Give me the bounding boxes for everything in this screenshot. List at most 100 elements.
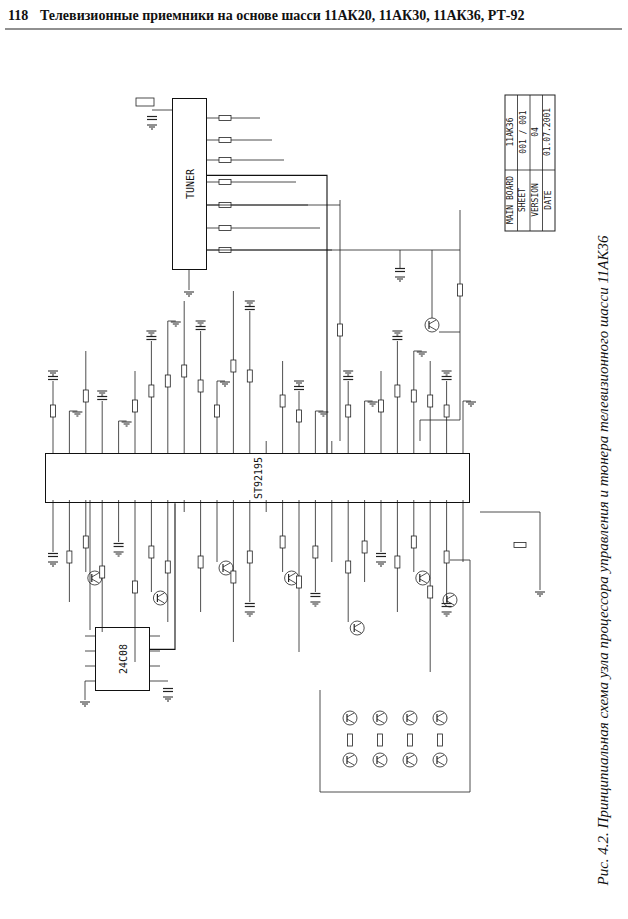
transistor-symbol [376, 756, 377, 764]
pin-stub [249, 441, 250, 453]
title-block-frame [542, 95, 543, 231]
ground-symbol [314, 606, 316, 607]
part-name: TUNER [184, 169, 195, 199]
wire-line [207, 205, 340, 206]
capacitor-symbol [310, 596, 320, 597]
pin-stub [135, 500, 136, 512]
ground-symbol [539, 596, 541, 597]
pin-stub [233, 500, 234, 512]
transistor-symbol [406, 714, 407, 722]
transistor-symbol [433, 753, 447, 767]
transistor-symbol [437, 713, 444, 717]
transistor-symbol [420, 579, 427, 583]
transistor-symbol [403, 753, 417, 767]
resistor-symbol [428, 395, 433, 407]
pin-stub [430, 500, 431, 512]
ground-symbol [48, 562, 58, 563]
ground-symbol [446, 616, 448, 617]
ground-symbol [184, 292, 194, 293]
wire-line [420, 420, 460, 421]
ground-symbol [224, 386, 226, 387]
ground-symbol [84, 706, 86, 707]
pin-stub [266, 500, 267, 512]
resistor-symbol [215, 405, 220, 417]
ground-symbol [468, 404, 474, 405]
wire-line [331, 512, 332, 562]
part-name: ST92195 [252, 457, 263, 499]
pin-stub [118, 441, 119, 453]
pin-stub [85, 636, 95, 637]
title-block-cell: SHEET [520, 188, 528, 212]
pin-stub [85, 681, 95, 682]
wire-line [90, 500, 91, 630]
capacitor-symbol [48, 556, 58, 557]
capacitor-symbol [114, 543, 124, 544]
resistor-symbol [379, 400, 384, 412]
title-block-cell: 11AK36 [507, 118, 515, 147]
resistor-symbol [133, 581, 138, 593]
pin-stub [413, 500, 414, 512]
ground-symbol [537, 594, 543, 595]
capacitor-symbol [395, 268, 405, 269]
wire-line [420, 420, 421, 441]
transistor-symbol [288, 574, 289, 582]
ground-symbol [118, 556, 120, 557]
pin-stub [446, 500, 447, 512]
running-header: Телевизионные приемники на основе шасси … [40, 8, 524, 24]
wire-line [439, 332, 460, 333]
wire-line [217, 381, 225, 382]
ground-symbol [370, 404, 376, 405]
transistor-symbol [347, 761, 354, 765]
ground-symbol [99, 393, 105, 394]
ground-symbol [442, 612, 452, 613]
figure-caption: Рис. 4.2. Принципиальная схема узла проц… [595, 235, 612, 885]
ground-symbol [310, 602, 320, 603]
ground-symbol [200, 325, 202, 326]
ground-symbol [347, 375, 349, 376]
transistor-symbol [403, 711, 417, 725]
ground-symbol [419, 354, 425, 355]
title-block-cell: DATE [544, 190, 552, 209]
transistor-symbol [377, 719, 384, 723]
pin-stub [430, 441, 431, 453]
pin-stub [364, 500, 365, 512]
wire-line [480, 512, 540, 513]
wire-line [432, 250, 433, 318]
transistor-symbol [443, 593, 457, 607]
transistor-symbol [346, 756, 347, 764]
pin-stub [331, 441, 332, 453]
resistor-symbol [438, 734, 443, 746]
capacitor-symbol [442, 376, 452, 377]
ground-symbol [148, 333, 154, 334]
transistor-symbol [447, 595, 454, 599]
ground-symbol [444, 614, 450, 615]
ground-symbol [470, 406, 472, 407]
resistor-symbol [444, 551, 449, 563]
ground-symbol [126, 426, 128, 427]
resistor-symbol [280, 536, 285, 548]
capacitor-symbol [245, 309, 255, 310]
transistor-symbol [416, 571, 430, 585]
ground-symbol [122, 422, 132, 423]
ground-symbol [222, 384, 228, 385]
resistor-symbol [411, 390, 416, 402]
pin-stub [348, 441, 349, 453]
capacitor-symbol [294, 389, 304, 390]
ground-symbol [52, 375, 54, 376]
ground-symbol [146, 331, 156, 332]
ground-symbol [124, 424, 130, 425]
ground-symbol [417, 352, 427, 353]
ic-package: 24C08 [95, 627, 150, 691]
pin-stub [381, 500, 382, 512]
wire-line [463, 512, 464, 562]
pin-stub [315, 441, 316, 453]
ground-symbol [249, 616, 251, 617]
part-name: 24C08 [117, 644, 128, 674]
transistor-symbol [157, 599, 164, 603]
pin-stub [150, 681, 160, 682]
ground-symbol [149, 127, 155, 128]
wire-line [320, 690, 470, 792]
transistor-symbol [407, 761, 414, 765]
resistor-symbol [346, 405, 351, 417]
transistor-symbol [354, 629, 361, 633]
